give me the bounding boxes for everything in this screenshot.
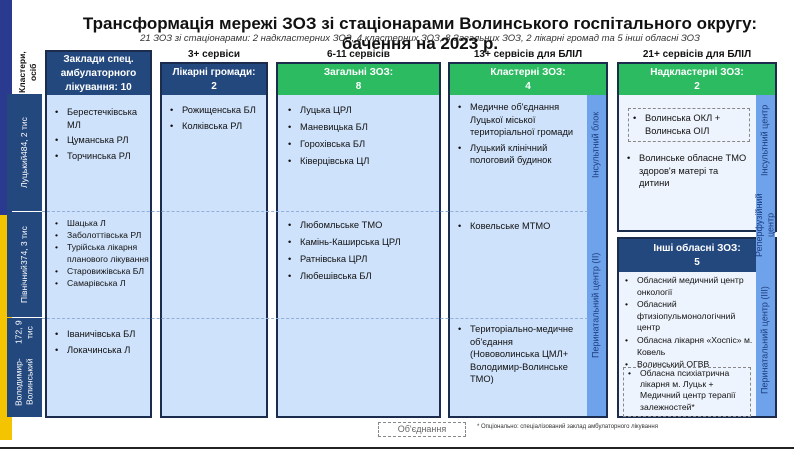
list: Медичне об'єднання Луцької міської терит…	[454, 101, 584, 170]
list-item: Луцький клінічний пологовий будинок	[454, 142, 584, 167]
list-item: Ратнівська ЦРЛ	[284, 253, 439, 267]
tier-label: 6-11 сервісів	[327, 49, 390, 60]
perinatal-center-iii-strip: Перинатальний центр (III)	[756, 265, 775, 416]
list: Волинське обласне ТМО здоров'я матері та…	[623, 152, 751, 193]
footnote: * Опціонально: спеціалізований заклад ам…	[477, 424, 658, 430]
stroke-unit-strip: Інсультний блок	[587, 95, 606, 195]
list: Іваничівська БЛ Локачинська Л	[51, 328, 148, 359]
list-item: Горохівська БЛ	[284, 138, 437, 152]
column-header: Лікарні громади:2	[162, 64, 266, 95]
column-other-regional: Інші обласні ЗОЗ:5 Обласний медичний цен…	[617, 237, 777, 418]
column-header: Інші обласні ЗОЗ:5	[619, 239, 775, 272]
column-header: Заклади спец. амбулаторного лікування: 1…	[47, 52, 150, 95]
column-header: Надкластерні ЗОЗ:2	[619, 64, 775, 95]
list-item: Територіально-медичне об'єдання (Нововол…	[454, 323, 584, 386]
column-header: Загальні ЗОЗ:8	[278, 64, 439, 95]
list-item: Шацька Л	[51, 218, 150, 229]
list: Берестечківська МЛ Цуманська РЛ Торчинсь…	[51, 106, 148, 165]
list-item: Турійська лікарня планового лікування	[51, 242, 150, 264]
list: Шацька Л Заболоттівська РЛ Турійська лік…	[51, 218, 150, 290]
list-item: Камінь-Каширська ЦРЛ	[284, 236, 439, 250]
tier-label: 13+ сервісів для БЛІЛ	[473, 49, 583, 60]
list-item: Любешівська БЛ	[284, 270, 439, 284]
list-item: Волинський ОГВВ	[621, 359, 753, 371]
list-item: Луцька ЦРЛ	[284, 104, 437, 118]
page-subtitle: 21 ЗОЗ зі стаціонарами: 2 надкластерних …	[140, 33, 700, 44]
list-item: Старовижівська БЛ	[51, 266, 150, 277]
list-item: Берестечківська МЛ	[51, 106, 148, 131]
list: Рожищенська БЛ Колківська РЛ	[166, 104, 264, 135]
merge-box: Волинська ОКЛ + Волинська ОІЛ	[628, 108, 750, 142]
column-special-ambulatory: Заклади спец. амбулаторного лікування: 1…	[45, 50, 152, 418]
tier-label: 3+ сервіси	[187, 49, 241, 60]
column-community-hospitals: Лікарні громади:2 Рожищенська БЛ Колківс…	[160, 62, 268, 418]
list-item: Медичне об'єднання Луцької міської терит…	[454, 101, 584, 139]
list-item: Обласний фтизіопульмонологічний центр	[621, 299, 753, 334]
list-item: Локачинська Л	[51, 344, 148, 357]
column-general-hospitals: Загальні ЗОЗ:8 Луцька ЦРЛ Маневицька БЛ …	[276, 62, 441, 418]
perinatal-center-ii-strip: Перинатальний центр (II)	[587, 195, 606, 416]
stroke-center-strip: Інсультний центр	[756, 95, 775, 185]
column-supercluster-hospitals: Надкластерні ЗОЗ:2 Волинська ОКЛ + Волин…	[617, 62, 777, 232]
reperfusion-center-strip: Реперфузійний центр	[754, 185, 776, 265]
list-item: Обласна психіатрична лікарня м. Луцьк + …	[624, 368, 750, 413]
list-item: Торчинська РЛ	[51, 150, 148, 163]
list-item: Волинська ОКЛ + Волинська ОІЛ	[629, 112, 749, 137]
list-item: Ковельське МТМО	[454, 220, 584, 233]
list-item: Рожищенська БЛ	[166, 104, 264, 117]
list-item: Волинське обласне ТМО здоров'я матері та…	[623, 152, 751, 190]
list-item: Обласна лікарня «Хоспіс» м. Ковель	[621, 335, 753, 358]
merge-box: Обласна психіатрична лікарня м. Луцьк + …	[623, 367, 751, 417]
column-header: Кластерні ЗОЗ:4	[450, 64, 606, 95]
list-item: Ківерцівська ЦЛ	[284, 155, 437, 169]
column-cluster-hospitals: Кластерні ЗОЗ:4 Медичне об'єднання Луцьк…	[448, 62, 608, 418]
tier-label: 21+ сервісів для БЛІЛ	[642, 49, 752, 60]
list-item: Маневицька БЛ	[284, 121, 437, 135]
list-item: Іваничівська БЛ	[51, 328, 148, 341]
list: Обласний медичний центр онкології Обласн…	[621, 275, 753, 372]
cluster-divider	[42, 211, 588, 212]
list-item: Обласний медичний центр онкології	[621, 275, 753, 298]
list-item: Цуманська РЛ	[51, 134, 148, 147]
page-title: Трансформація мережі ЗОЗ зі стаціонарами…	[82, 14, 758, 53]
list: Любомльське ТМО Камінь-Каширська ЦРЛ Рат…	[284, 219, 439, 287]
cluster-divider	[42, 318, 588, 319]
list-item: Заболоттівська РЛ	[51, 230, 150, 241]
list: Луцька ЦРЛ Маневицька БЛ Горохівська БЛ …	[284, 104, 437, 172]
list-item: Колківська РЛ	[166, 120, 264, 133]
list-item: Самарівська Л	[51, 278, 150, 289]
list-item: Любомльське ТМО	[284, 219, 439, 233]
clusters-header: Кластери, осіб	[16, 51, 38, 93]
bottom-line	[0, 447, 794, 449]
list: Територіально-медичне об'єдання (Нововол…	[454, 323, 584, 389]
merge-legend: Об'єднання	[378, 422, 466, 437]
list: Ковельське МТМО	[454, 220, 584, 236]
